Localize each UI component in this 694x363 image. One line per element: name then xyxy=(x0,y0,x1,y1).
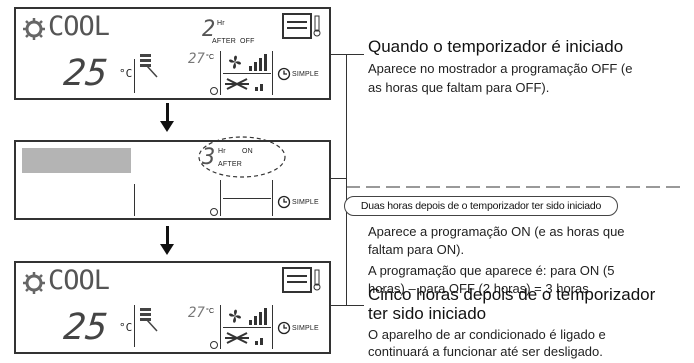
note-2-line: faltam para ON). xyxy=(368,242,465,257)
divider xyxy=(223,327,271,328)
note-2-line: A programação que aparece é: para ON (5 xyxy=(368,263,615,278)
leader-line xyxy=(331,54,364,55)
divider xyxy=(134,184,135,216)
bracket-line xyxy=(346,54,347,305)
arrow-down xyxy=(166,103,169,123)
callout-label: Duas horas depois de o temporizador ter … xyxy=(344,196,618,216)
dot-indicator xyxy=(210,208,218,216)
filter-thermometer-icon xyxy=(282,13,321,39)
filter-thermometer-icon xyxy=(282,267,321,293)
arrow-head xyxy=(160,121,174,132)
lcd-panel-1: COOL 25 °C 2 Hr AFTER OFF 27 °C SIMPLE xyxy=(14,7,331,100)
mode-display: COOL xyxy=(48,265,110,296)
clock-icon xyxy=(277,195,291,209)
on-label: ON xyxy=(242,148,253,155)
note-2-line: horas) – para OFF (2 horas) = 3 horas xyxy=(368,281,589,296)
simple-label: SIMPLE xyxy=(292,71,319,78)
after-label: AFTER xyxy=(218,161,242,168)
lcd-panel-2: 3 Hr ON AFTER SIMPLE xyxy=(14,140,331,220)
note-3-title: ter sido iniciado xyxy=(368,304,487,323)
airflow-icon xyxy=(225,78,263,91)
divider xyxy=(272,180,273,216)
divider xyxy=(223,73,271,74)
clock-icon xyxy=(277,67,291,81)
room-temperature: 27 xyxy=(188,305,205,321)
simple-label: SIMPLE xyxy=(292,199,319,206)
note-1-line: Aparece no mostrador a programação OFF (… xyxy=(368,61,633,76)
set-temperature: 25 xyxy=(61,53,110,94)
note-1-line: as horas que faltam para OFF). xyxy=(368,80,550,95)
room-temperature: 27 xyxy=(188,51,205,67)
highlight-ellipse xyxy=(198,136,286,178)
set-temperature: 25 xyxy=(61,307,110,348)
divider xyxy=(220,180,221,216)
fan-speed-icon xyxy=(229,54,267,71)
fan-mode-icon xyxy=(23,272,45,294)
timer-hours: 3 xyxy=(202,145,216,170)
divider xyxy=(134,59,135,93)
off-label: OFF xyxy=(240,38,255,45)
temp-unit: °C xyxy=(119,321,133,334)
hr-label: Hr xyxy=(218,148,226,155)
divider xyxy=(220,305,221,349)
divider xyxy=(223,198,271,199)
dot-indicator xyxy=(210,87,218,95)
note-3-title: Cinco horas depois de o temporizador xyxy=(368,285,656,304)
timeline-dashes xyxy=(346,186,684,188)
mode-display: COOL xyxy=(48,11,110,42)
divider xyxy=(272,51,273,95)
note-3-line: O aparelho de ar condicionado é ligado e xyxy=(368,327,606,342)
leader-line xyxy=(331,305,364,306)
clock-icon xyxy=(277,321,291,335)
airflow-icon xyxy=(225,332,263,345)
note-3-line: continuará a funcionar até ser desligado… xyxy=(368,344,603,359)
room-unit: °C xyxy=(206,54,215,61)
note-2-line: Aparece a programação ON (e as horas que xyxy=(368,224,625,239)
room-unit: °C xyxy=(206,308,215,315)
timer-hours: 2 xyxy=(202,17,216,42)
lcd-panel-3: COOL 25 °C 27 °C SIMPLE xyxy=(14,261,331,354)
divider xyxy=(220,51,221,95)
arrow-head xyxy=(160,244,174,255)
temp-unit: °C xyxy=(119,67,133,80)
after-label: AFTER xyxy=(212,38,236,45)
hr-label: Hr xyxy=(217,20,225,27)
simple-label: SIMPLE xyxy=(292,325,319,332)
leader-line xyxy=(331,178,346,179)
fan-speed-icon xyxy=(229,308,267,325)
dot-indicator xyxy=(210,341,218,349)
divider xyxy=(134,305,135,347)
fan-mode-icon xyxy=(23,18,45,40)
note-1-title: Quando o temporizador é iniciado xyxy=(368,37,624,56)
blank-mode-area xyxy=(22,148,131,173)
louver-icon xyxy=(140,308,158,332)
arrow-down xyxy=(166,226,169,246)
divider xyxy=(272,305,273,349)
louver-icon xyxy=(140,54,158,78)
